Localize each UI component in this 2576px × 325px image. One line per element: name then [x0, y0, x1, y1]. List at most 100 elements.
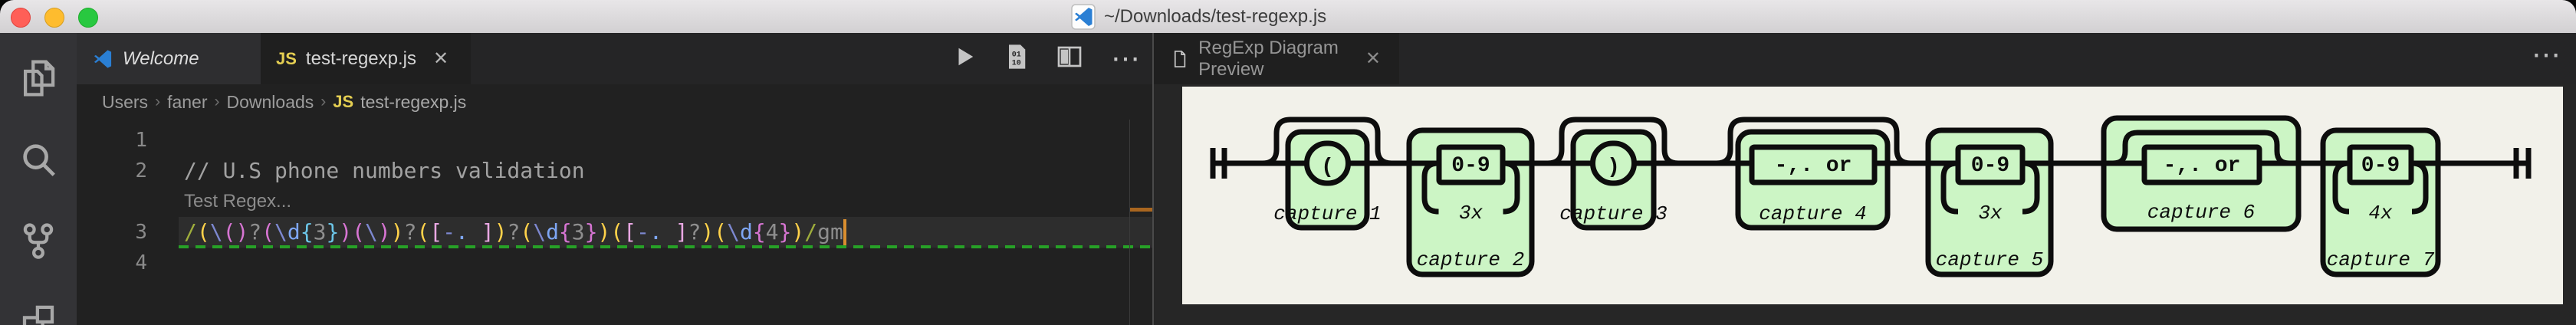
js-file-icon: JS: [276, 48, 297, 68]
regex-decoration-underline: [179, 245, 1152, 248]
repeat-loop: [2332, 160, 2350, 215]
tab-welcome[interactable]: Welcome: [77, 33, 261, 84]
tab-test-regexp[interactable]: JS test-regexp.js ✕: [261, 33, 471, 84]
regex-token: /: [804, 219, 818, 245]
regex-token: -: [442, 219, 456, 245]
chevron-right-icon: ›: [320, 93, 327, 110]
code-editor[interactable]: 1 2 3 4 // U.S phone numbers validation …: [77, 120, 1152, 325]
editor-group-left: Welcome JS test-regexp.js ✕ 01 1: [77, 33, 1152, 325]
breadcrumb-file[interactable]: test-regexp.js: [360, 91, 467, 112]
explorer-icon[interactable]: [18, 57, 59, 99]
regex-token: ?: [688, 219, 702, 245]
activity-bar: [0, 33, 77, 325]
run-icon[interactable]: [953, 45, 976, 72]
codelens-test-regex[interactable]: Test Regex...: [184, 191, 292, 212]
split-editor-icon[interactable]: [1057, 46, 1082, 71]
regex-token: }: [778, 219, 792, 245]
regex-token: ): [235, 219, 249, 245]
regex-token: (: [610, 219, 624, 245]
traffic-lights: [11, 8, 98, 28]
tab-bar-left: Welcome JS test-regexp.js ✕ 01 1: [77, 33, 1152, 84]
regex-token: 3: [313, 219, 327, 245]
close-window-button[interactable]: [11, 8, 31, 28]
regex-token: ): [597, 219, 611, 245]
regex-token: [468, 219, 481, 245]
regex-token: -: [636, 219, 649, 245]
regexp-preview-icon[interactable]: 01 10: [1005, 44, 1028, 74]
regex-token: [: [429, 219, 443, 245]
skip-line: [1716, 117, 1911, 166]
regex-token: ): [701, 219, 715, 245]
repeat-loop: [2022, 160, 2040, 215]
skip-line: [1547, 117, 1679, 166]
breadcrumb-item[interactable]: Downloads: [226, 91, 314, 112]
tab-bar-right: RegExp Diagram Preview ✕ ⋯: [1154, 33, 2576, 84]
source-control-icon[interactable]: [18, 220, 59, 261]
capture-label: capture 2: [1417, 248, 1524, 271]
capture-label: capture 3: [1559, 202, 1667, 225]
group-content: -,. or: [1775, 154, 1852, 178]
vscode-logo-icon: [94, 49, 112, 68]
extensions-icon[interactable]: [18, 301, 59, 325]
repeat-loop: [2411, 160, 2429, 215]
regex-token: }: [584, 219, 598, 245]
regex-token: [662, 219, 675, 245]
regex-token: m: [830, 219, 843, 245]
repeat-loop: [1940, 160, 1958, 215]
titlebar[interactable]: ~/Downloads/test-regexp.js: [0, 0, 2576, 34]
js-file-icon: JS: [333, 92, 354, 111]
regex-token: ): [339, 219, 353, 245]
line-number: 2: [135, 159, 147, 182]
close-tab-icon[interactable]: ✕: [1365, 48, 1381, 69]
current-line-highlight: [179, 217, 1152, 248]
repeat-count: 4x: [2368, 202, 2393, 225]
regex-token: [: [623, 219, 637, 245]
editor-actions: 01 10 ⋯: [953, 33, 1140, 84]
breadcrumb-item[interactable]: faner: [167, 91, 208, 112]
repeat-loop: [1421, 160, 1439, 215]
tab-regexp-diagram-preview[interactable]: RegExp Diagram Preview ✕: [1154, 33, 1399, 84]
zoom-window-button[interactable]: [78, 8, 98, 28]
line-number: 3: [135, 221, 147, 244]
regex-token: \: [274, 219, 288, 245]
document-icon: [1174, 50, 1186, 67]
regex-token: (: [520, 219, 534, 245]
regex-token: ): [494, 219, 508, 245]
close-tab-icon[interactable]: ✕: [432, 48, 449, 69]
regex-token: \: [727, 219, 740, 245]
overview-ruler-modified-marker: [1130, 208, 1152, 212]
capture-label: capture 1: [1273, 202, 1381, 225]
group-content: 0-9: [1451, 154, 1490, 178]
regex-token: ]: [675, 219, 688, 245]
overview-ruler[interactable]: [1129, 120, 1130, 325]
regex-token: \: [365, 219, 378, 245]
regex-token: (: [261, 219, 275, 245]
regex-token: 3: [571, 219, 585, 245]
regex-token: .: [455, 219, 468, 245]
group-content: (: [1321, 156, 1334, 179]
minimize-window-button[interactable]: [44, 8, 64, 28]
regex-token: }: [326, 219, 340, 245]
code-line-regex[interactable]: /(\()?(\d{3})(\))?([-. ])?(\d{3})([-. ]?…: [184, 217, 843, 248]
regex-token: .: [649, 219, 662, 245]
search-icon[interactable]: [18, 139, 59, 180]
regex-token: d: [287, 219, 301, 245]
repeat-count: 3x: [1459, 202, 1484, 225]
svg-text:01: 01: [1012, 51, 1021, 59]
regex-token: 4: [765, 219, 779, 245]
capture-label: capture 4: [1759, 202, 1866, 225]
capture-label: capture 5: [1936, 248, 2043, 271]
skip-line: [2112, 130, 2290, 166]
regex-token: \: [209, 219, 223, 245]
breadcrumb-item[interactable]: Users: [102, 91, 149, 112]
skip-line: [1262, 117, 1392, 166]
more-actions-icon[interactable]: ⋯: [1111, 42, 1140, 75]
regex-token: ]: [481, 219, 495, 245]
code-line-comment[interactable]: // U.S phone numbers validation: [184, 158, 585, 183]
more-actions-icon[interactable]: ⋯: [2532, 39, 2561, 71]
regex-token: ?: [403, 219, 417, 245]
window-title-text: ~/Downloads/test-regexp.js: [1104, 5, 1327, 27]
